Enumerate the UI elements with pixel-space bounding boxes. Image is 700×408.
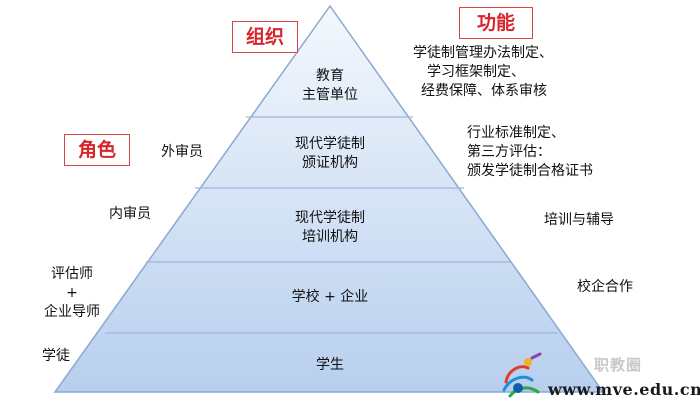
role-external-auditor: 外审员: [152, 143, 212, 162]
function-line: 第三方评估：: [467, 144, 551, 160]
level-text: 学生: [316, 357, 344, 373]
function-line: 学徒制管理办法制定、: [413, 45, 553, 61]
level-text: 教育: [316, 68, 344, 84]
role-line: +: [66, 285, 78, 301]
function-block-4: 校企合作: [577, 278, 633, 297]
function-line: 学习框架制定、: [427, 64, 525, 80]
role-line: 内审员: [109, 206, 151, 222]
level-text: 现代学徒制: [295, 210, 365, 226]
role-line: 企业导师: [44, 304, 100, 320]
pyramid-shape: [53, 4, 605, 393]
level-text: 培训机构: [302, 229, 358, 245]
function-line: 校企合作: [577, 279, 633, 295]
function-block-1: 学徒制管理办法制定、 学习框架制定、 经费保障、体系审核: [413, 44, 553, 101]
org-label: 组织: [232, 21, 298, 53]
level-text: 颁证机构: [302, 155, 358, 171]
role-assessor-mentor: 评估师 + 企业导师: [36, 265, 108, 322]
logo-icon: [502, 352, 542, 398]
role-line: 评估师: [51, 266, 93, 282]
level-school-enterprise: 学校 + 企业: [260, 288, 400, 307]
function-label: 功能: [459, 7, 533, 39]
role-line: 外审员: [161, 144, 203, 160]
function-line: 行业标准制定、: [467, 125, 565, 141]
level-training-body: 现代学徒制 培训机构: [270, 209, 390, 247]
function-line: 颁发学徒制合格证书: [467, 163, 593, 179]
level-students: 学生: [290, 356, 370, 375]
role-apprentice: 学徒: [28, 347, 84, 366]
function-line: 培训与辅导: [544, 212, 614, 228]
function-block-2: 行业标准制定、 第三方评估： 颁发学徒制合格证书: [467, 124, 593, 181]
level-certification-body: 现代学徒制 颁证机构: [270, 135, 390, 173]
role-line: 学徒: [42, 348, 70, 364]
function-block-3: 培训与辅导: [544, 211, 614, 230]
function-line: 经费保障、体系审核: [421, 83, 547, 99]
role-internal-auditor: 内审员: [100, 205, 160, 224]
level-education-authority: 教育 主管单位: [270, 67, 390, 105]
watermark-brand: 职教圈: [594, 356, 643, 374]
level-text: 现代学徒制: [295, 136, 365, 152]
watermark-url: www.mve.edu.cn: [548, 380, 700, 399]
level-text: 主管单位: [302, 87, 358, 103]
level-text: 学校 + 企业: [291, 289, 369, 305]
role-label: 角色: [64, 134, 130, 166]
